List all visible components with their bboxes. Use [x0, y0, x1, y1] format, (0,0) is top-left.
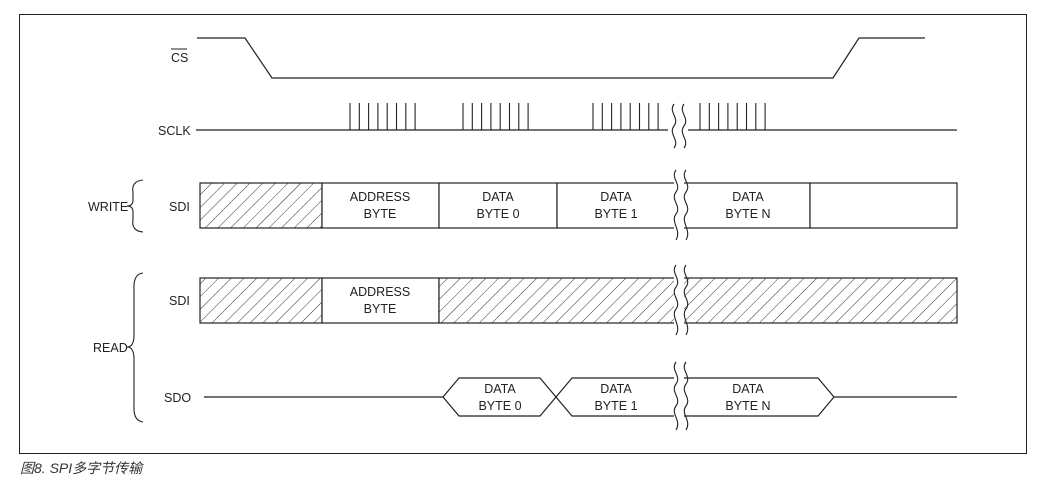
- read-address-text-1: ADDRESS: [350, 285, 410, 299]
- write-sdi-row: ADDRESS BYTE DATA BYTE 0 DATA BYTE 1 DAT…: [199, 169, 958, 241]
- write-data1-text-2: BYTE 1: [594, 207, 637, 221]
- sclk-label: SCLK: [158, 124, 191, 138]
- write-dontcare-cell: [199, 182, 323, 229]
- diagram-frame: [19, 14, 1027, 454]
- sdo-datan-text-1: DATA: [732, 382, 764, 396]
- sdo-datan-text-2: BYTE N: [725, 399, 770, 413]
- write-data0-cell: [438, 182, 558, 229]
- write-brace-icon: [126, 179, 144, 233]
- figure-caption: 图8. SPI多字节传输: [20, 460, 144, 476]
- write-break-icon: [673, 169, 689, 241]
- sclk-waveform: [196, 103, 957, 131]
- write-end-cell: [809, 182, 958, 229]
- sdo-data0-text-1: DATA: [484, 382, 516, 396]
- sdo-label: SDO: [164, 391, 191, 405]
- write-label: WRITE: [88, 200, 128, 214]
- cs-label: CS: [171, 51, 188, 65]
- write-address-text-1: ADDRESS: [350, 190, 410, 204]
- read-sdi-row: ADDRESS BYTE: [199, 264, 958, 336]
- sdo-row: DATA BYTE 0 DATA BYTE 1 DATA BYTE N: [204, 361, 957, 431]
- write-address-cell: [321, 182, 440, 229]
- sdo-data1-text-2: BYTE 1: [594, 399, 637, 413]
- write-data1-text-1: DATA: [600, 190, 632, 204]
- read-address-cell: [321, 277, 440, 324]
- write-datan-text-2: BYTE N: [725, 207, 770, 221]
- read-address-text-2: BYTE: [364, 302, 397, 316]
- write-data0-text-2: BYTE 0: [476, 207, 519, 221]
- read-sdi-break-icon: [673, 264, 689, 336]
- read-sdi-label: SDI: [169, 294, 190, 308]
- cs-waveform: [197, 37, 925, 79]
- write-address-text-2: BYTE: [364, 207, 397, 221]
- sdo-data1-text-1: DATA: [600, 382, 632, 396]
- sdo-break-icon: [673, 361, 689, 431]
- sclk-break-icon: [671, 103, 687, 149]
- write-sdi-label: SDI: [169, 200, 190, 214]
- read-label: READ: [93, 341, 128, 355]
- sdo-data0-text-2: BYTE 0: [478, 399, 521, 413]
- write-datan-text-1: DATA: [732, 190, 764, 204]
- sdo-data1-cell: [555, 377, 835, 417]
- read-brace-icon: [126, 272, 144, 423]
- read-dontcare-tail-cell: [438, 277, 958, 324]
- read-dontcare-cell: [199, 277, 323, 324]
- write-data0-text-1: DATA: [482, 190, 514, 204]
